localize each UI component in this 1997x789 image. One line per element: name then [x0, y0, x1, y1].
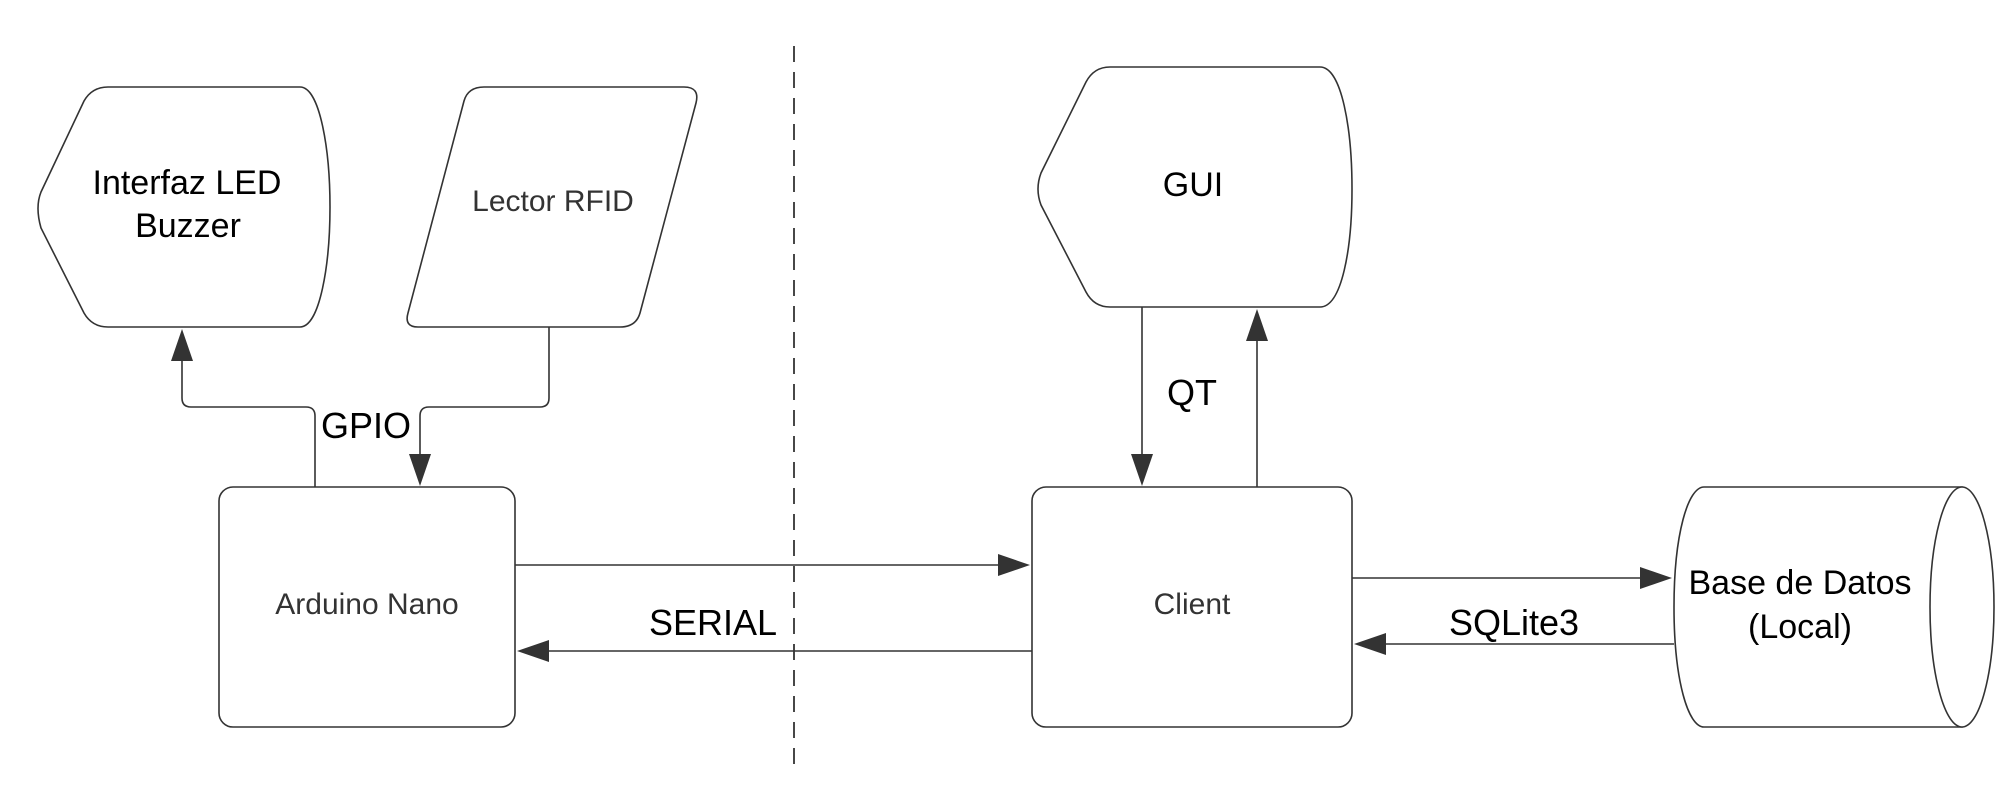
- database-label-line1: Base de Datos: [1688, 564, 1911, 602]
- gpio-to-led-connector: [181, 357, 316, 487]
- gpio-edge-label: GPIO: [321, 405, 411, 446]
- client-label: Client: [1154, 588, 1231, 621]
- rfid-to-arduino-arrowhead: [409, 454, 431, 486]
- sqlite-edge-label: SQLite3: [1449, 602, 1579, 643]
- gui-label: GUI: [1163, 166, 1223, 204]
- client-to-gui-arrowhead: [1246, 309, 1268, 341]
- gpio-to-led-arrowhead: [171, 329, 193, 361]
- led-buzzer-node-shape: [37, 86, 331, 328]
- database-to-client-arrowhead: [1354, 633, 1386, 655]
- database-node-cap: [1929, 486, 1995, 728]
- client-to-arduino-arrowhead: [517, 640, 549, 662]
- database-label-line2: (Local): [1748, 608, 1852, 646]
- gui-to-client-arrowhead: [1131, 454, 1153, 486]
- rfid-reader-label: Lector RFID: [472, 185, 634, 218]
- arduino-nano-node-shape: [218, 486, 516, 728]
- database-node-body: [1673, 486, 1963, 728]
- client-node-shape: [1031, 486, 1353, 728]
- arduino-nano-label: Arduino Nano: [275, 588, 458, 621]
- client-to-database-arrowhead: [1640, 567, 1672, 589]
- arduino-to-client-arrowhead: [998, 554, 1030, 576]
- gui-node-shape: [1037, 66, 1353, 308]
- rfid-reader-node-shape: [406, 86, 698, 328]
- led-buzzer-label-line2: Buzzer: [135, 207, 241, 245]
- led-buzzer-label-line1: Interfaz LED: [93, 164, 282, 202]
- serial-edge-label: SERIAL: [649, 602, 777, 643]
- qt-edge-label: QT: [1167, 372, 1217, 413]
- rfid-to-arduino-connector: [419, 327, 550, 456]
